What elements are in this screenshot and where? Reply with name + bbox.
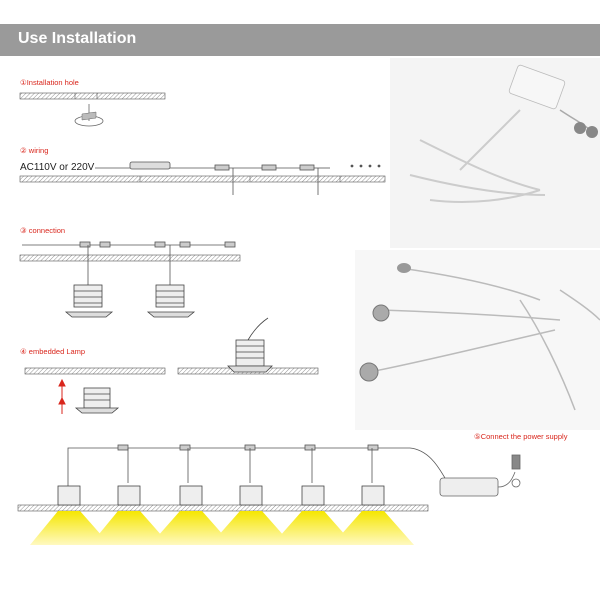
voltage-label: AC110V or 220V — [20, 162, 95, 173]
step-5-label: ⑤Connect the power supply — [474, 432, 568, 441]
step-3-ceiling — [19, 254, 241, 262]
step-4-lamp-below — [74, 387, 120, 414]
step-2-wiring — [95, 161, 330, 195]
step-4-label: ④ embedded Lamp — [20, 347, 86, 356]
page-title: Use Installation — [18, 30, 137, 47]
step-3-lamp-1 — [64, 284, 114, 318]
power-supply-icon — [439, 454, 521, 497]
header-bar: Use Installation — [0, 24, 600, 56]
light-beams — [30, 511, 414, 545]
hole-saw-icon — [74, 104, 104, 127]
step-1-label: ①Installation hole — [20, 78, 79, 87]
step-3-wiring — [22, 241, 236, 285]
step-1-ceiling — [19, 92, 166, 100]
continuation-dots — [350, 164, 381, 168]
step-5-lamps — [57, 485, 385, 506]
step-3-lamp-2 — [146, 284, 196, 318]
step-4-lamp-installed — [227, 317, 273, 373]
product-photo-lamps — [355, 250, 600, 430]
step-2-label: ② wiring — [20, 146, 49, 155]
up-arrow-icon — [58, 378, 66, 414]
step-3-label: ③ connection — [20, 226, 66, 235]
step-4-ceiling-left — [24, 367, 166, 375]
step-2-ceiling — [19, 175, 386, 183]
step-5-ceiling — [17, 504, 429, 512]
step-5-wiring — [67, 444, 446, 500]
product-photo-wiring — [390, 58, 600, 248]
